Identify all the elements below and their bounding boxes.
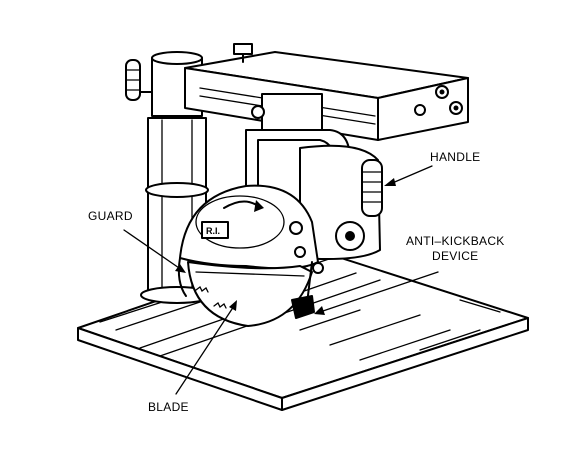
label-anti-kickback-line2: DEVICE [432, 249, 479, 263]
saw-table [77, 247, 529, 411]
blade-guard: R.I. [179, 184, 319, 270]
leader-lines [123, 165, 439, 395]
label-guard: GUARD [88, 209, 133, 223]
svg-text:R.I.: R.I. [206, 226, 220, 236]
label-anti-kickback-line1: ANTI–KICKBACK [406, 234, 505, 248]
anti-kickback-device [291, 261, 324, 319]
label-handle: HANDLE [430, 150, 481, 164]
saw-handle [361, 159, 383, 217]
radial-arm [125, 43, 469, 141]
label-blade: BLADE [148, 400, 189, 414]
saw-blade [177, 257, 313, 327]
column-post [140, 117, 214, 304]
